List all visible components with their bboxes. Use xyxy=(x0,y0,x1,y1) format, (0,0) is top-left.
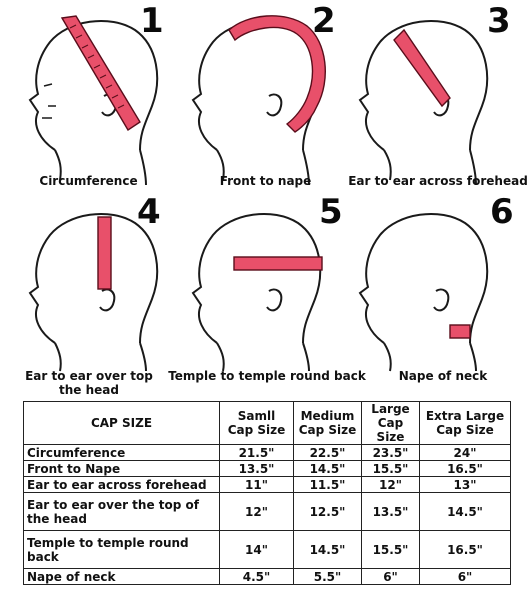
measuring-tape-icon xyxy=(97,216,112,290)
measuring-tape-icon xyxy=(60,15,141,131)
row-label: Circumference xyxy=(23,444,220,461)
diagram-caption: Temple to temple round back xyxy=(168,369,366,383)
column-header: Samll Cap Size xyxy=(219,401,294,445)
column-header: Medium Cap Size xyxy=(293,401,362,445)
diagram-temple-to-temple: 5 Temple to temple round back xyxy=(168,192,366,395)
table-cell: 15.5" xyxy=(361,530,420,569)
row-label: Ear to ear over the top of the head xyxy=(23,492,220,531)
table-cell: 16.5" xyxy=(419,530,511,569)
table-cell: 14.5" xyxy=(293,530,362,569)
table-cell: 21.5" xyxy=(219,444,294,461)
measuring-tape-icon xyxy=(228,15,326,133)
diagram-number: 5 xyxy=(319,192,343,232)
table-cell: 4.5" xyxy=(219,568,294,585)
table-cell: 11.5" xyxy=(293,476,362,493)
table-cell: 6" xyxy=(361,568,420,585)
diagram-number: 2 xyxy=(312,1,336,41)
row-label: Ear to ear across forehead xyxy=(23,476,220,493)
table-row: Nape of neck 4.5" 5.5" 6" 6" xyxy=(23,568,511,585)
table-cell: 11" xyxy=(219,476,294,493)
head-illustration-icon xyxy=(191,212,323,372)
table-cell: 6" xyxy=(419,568,511,585)
cap-size-table: CAP SIZE Samll Cap Size Medium Cap Size … xyxy=(23,401,511,585)
table-cell: 5.5" xyxy=(293,568,362,585)
diagram-caption: Nape of neck xyxy=(398,369,488,383)
diagram-front-to-nape: 2 Front to nape xyxy=(177,0,354,195)
measuring-tape-icon xyxy=(393,28,451,108)
head-illustration-icon xyxy=(358,19,489,186)
table-cell: 13.5" xyxy=(219,460,294,477)
diagram-circumference: 1 Circumference xyxy=(0,0,177,195)
diagram-caption: Ear to ear across forehead xyxy=(348,174,528,188)
table-cell: 14" xyxy=(219,530,294,569)
diagram-ear-to-ear-forehead: 3 Ear to ear across forehead xyxy=(348,0,532,195)
diagram-number: 3 xyxy=(487,1,511,41)
row-label: Front to Nape xyxy=(23,460,220,477)
table-cell: 12" xyxy=(361,476,420,493)
table-header-row: CAP SIZE Samll Cap Size Medium Cap Size … xyxy=(23,401,511,445)
row-label: Temple to temple round back xyxy=(23,530,220,569)
head-illustration-icon xyxy=(28,15,159,186)
table-row: Ear to ear across forehead 11" 11.5" 12"… xyxy=(23,476,511,493)
table-row: Front to Nape 13.5" 14.5" 15.5" 16.5" xyxy=(23,460,511,477)
head-illustration-icon xyxy=(358,212,489,372)
table-cell: 13" xyxy=(419,476,511,493)
column-header: CAP SIZE xyxy=(23,401,220,445)
table-cell: 23.5" xyxy=(361,444,420,461)
table-cell: 13.5" xyxy=(361,492,420,531)
table-row: Ear to ear over the top of the head 12" … xyxy=(23,492,511,531)
diagram-nape-of-neck: 6 Nape of neck xyxy=(354,195,532,395)
diagram-number: 4 xyxy=(137,192,161,232)
table-row: Circumference 21.5" 22.5" 23.5" 24" xyxy=(23,444,511,461)
diagram-caption: Circumference xyxy=(39,174,138,188)
table-cell: 22.5" xyxy=(293,444,362,461)
table-cell: 16.5" xyxy=(419,460,511,477)
measuring-tape-icon xyxy=(233,256,323,271)
measuring-tape-icon xyxy=(449,324,471,339)
head-illustration-icon xyxy=(191,15,326,186)
table-cell: 12.5" xyxy=(293,492,362,531)
column-header: Large Cap Size xyxy=(361,401,420,445)
table-cell: 12" xyxy=(219,492,294,531)
column-header: Extra Large Cap Size xyxy=(419,401,511,445)
table-row: Temple to temple round back 14" 14.5" 15… xyxy=(23,530,511,569)
diagram-caption: Ear to ear over top the head xyxy=(25,369,153,397)
table-cell: 14.5" xyxy=(419,492,511,531)
row-label: Nape of neck xyxy=(23,568,220,585)
table-cell: 24" xyxy=(419,444,511,461)
head-illustration-icon xyxy=(28,212,159,372)
diagram-caption: Front to nape xyxy=(219,174,312,188)
table-cell: 14.5" xyxy=(293,460,362,477)
diagram-number: 6 xyxy=(490,192,514,232)
diagram-ear-to-ear-top: 4 Ear to ear over top the head xyxy=(0,192,177,397)
table-cell: 15.5" xyxy=(361,460,420,477)
diagram-number: 1 xyxy=(140,1,164,41)
